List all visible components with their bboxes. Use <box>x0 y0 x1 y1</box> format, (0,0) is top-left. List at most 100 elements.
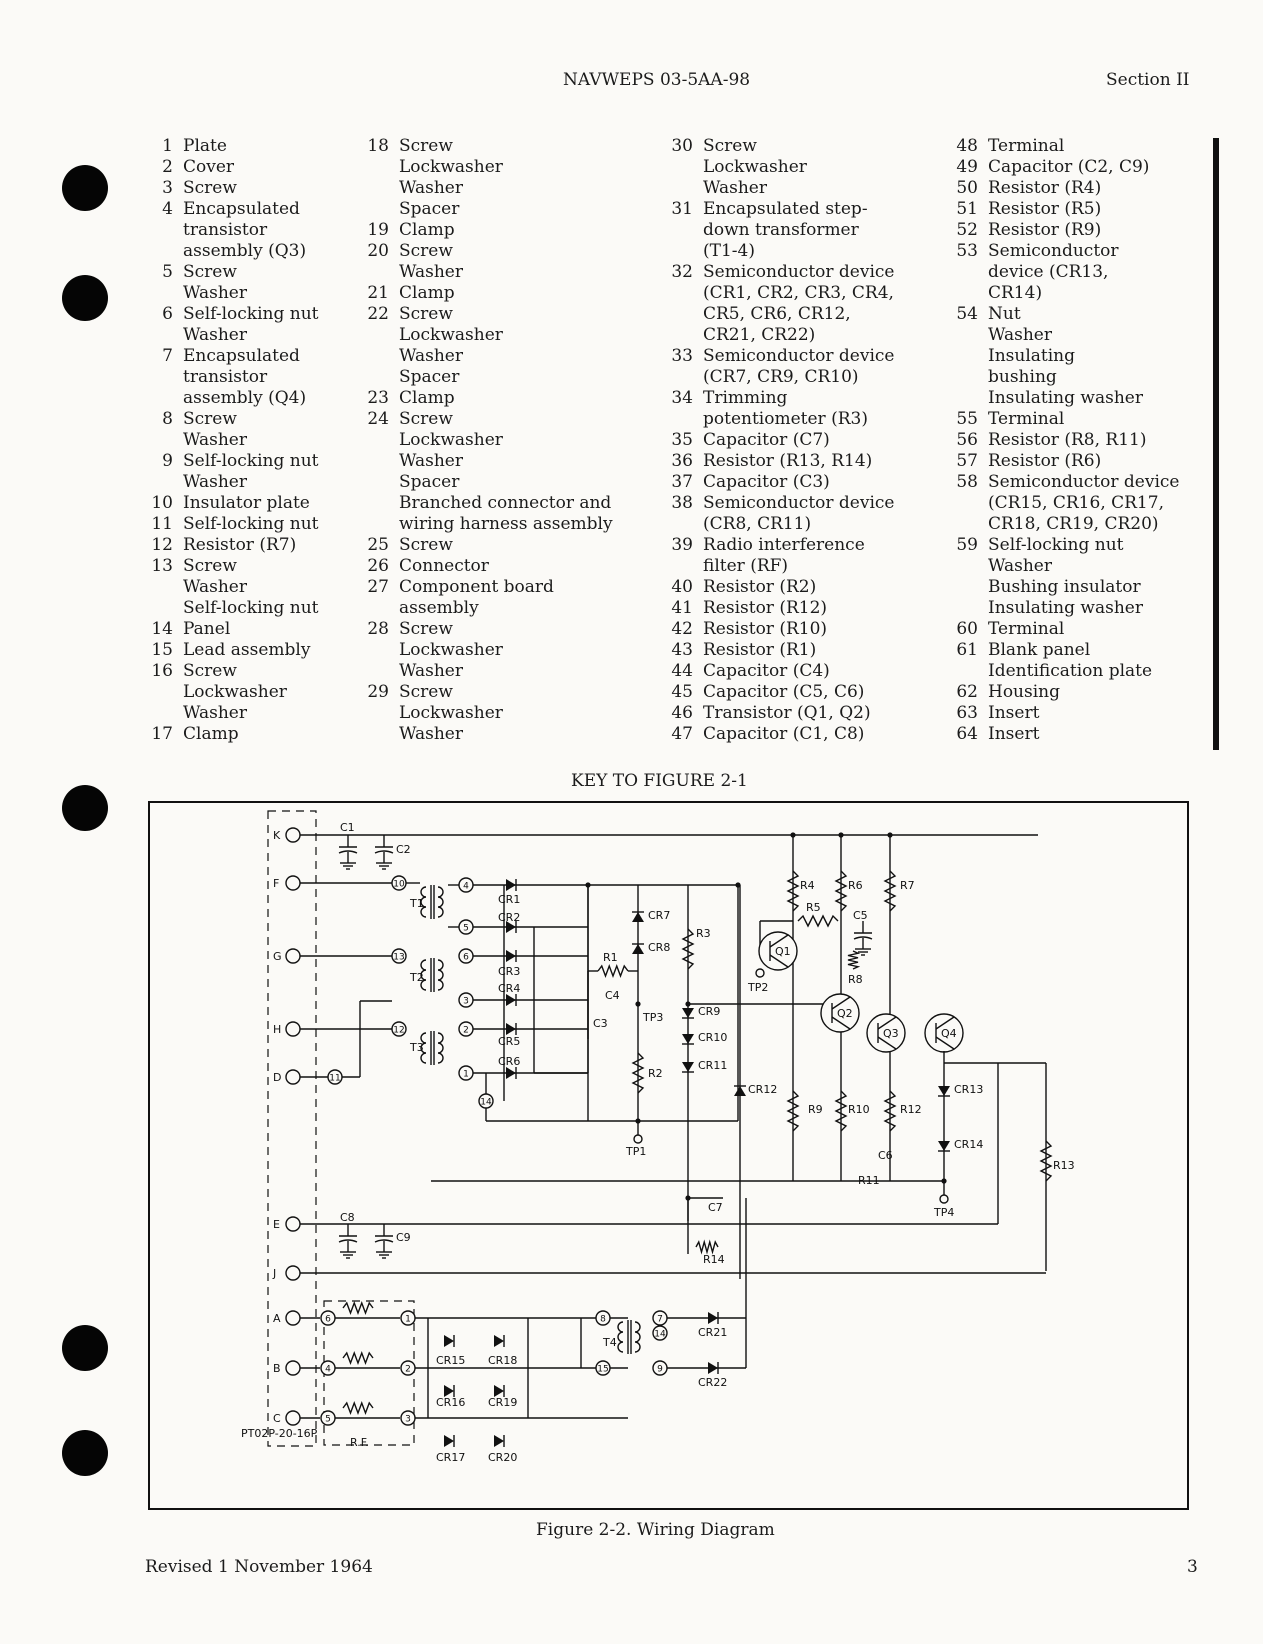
capacitor-label: C2 <box>396 843 411 856</box>
item-number: 18 <box>367 136 389 156</box>
resistor <box>883 870 897 912</box>
diode-label: CR15 <box>436 1354 465 1367</box>
item-number: 42 <box>671 619 693 639</box>
transistor-collector <box>935 1016 955 1030</box>
terminal-number: 1 <box>463 1070 469 1080</box>
diode-label: CR4 <box>498 982 520 995</box>
item-number: 52 <box>956 220 978 240</box>
item-number <box>361 262 399 283</box>
item-description: Washer <box>183 703 247 723</box>
item-description: Lockwasher <box>399 157 503 177</box>
item-description: Identification plate <box>988 661 1153 681</box>
item-description: Trimming <box>703 388 788 408</box>
capacitor-plate <box>374 850 394 854</box>
item-number <box>665 283 703 304</box>
item-number <box>665 178 703 199</box>
diode-label: CR19 <box>488 1396 517 1409</box>
diode <box>734 1086 746 1096</box>
resistor-label: R10 <box>848 1103 870 1116</box>
item-number: 3 <box>162 178 173 198</box>
test-point-label: TP2 <box>747 981 768 994</box>
resistor-label: R5 <box>806 901 821 914</box>
parts-key-row: Insulating <box>950 346 1179 367</box>
diode-label: CR13 <box>954 1083 983 1096</box>
transistor-collector <box>831 996 851 1010</box>
item-number: 29 <box>367 682 389 702</box>
item-description: Resistor (R2) <box>703 577 817 597</box>
diode <box>708 1362 718 1374</box>
item-number: 44 <box>671 661 693 681</box>
parts-key-row: (CR1, CR2, CR3, CR4, <box>665 283 894 304</box>
junction-dot <box>790 832 796 838</box>
parts-key-row: Spacer <box>361 367 613 388</box>
item-number: 43 <box>671 640 693 660</box>
item-description: CR14) <box>988 283 1043 303</box>
diode-label: CR1 <box>498 893 520 906</box>
item-description: Resistor (R8, R11) <box>988 430 1147 450</box>
revision-date: Revised 1 November 1964 <box>145 1557 373 1577</box>
item-description: Clamp <box>399 388 455 408</box>
parts-key-row: Washer <box>361 451 613 472</box>
parts-key-row: Washer <box>145 325 318 346</box>
diode <box>682 1034 694 1044</box>
parts-key-row: Washer <box>665 178 894 199</box>
test-point <box>755 968 765 978</box>
diode <box>938 1141 950 1151</box>
item-number: 1 <box>162 136 173 156</box>
transistor-emitter <box>877 1036 897 1050</box>
connector-pin <box>285 827 301 843</box>
binder-hole <box>62 165 108 211</box>
item-number: 5 <box>162 262 173 282</box>
item-number: 23 <box>367 388 389 408</box>
resistor <box>847 950 861 970</box>
transformer-label: T4 <box>602 1336 617 1349</box>
item-description: Lockwasher <box>399 703 503 723</box>
capacitor-plate <box>338 1239 358 1243</box>
diode-label: CR22 <box>698 1376 727 1389</box>
diode-label: CR16 <box>436 1396 465 1409</box>
terminal-circle <box>595 1310 611 1326</box>
item-number: 12 <box>151 535 173 555</box>
item-description: (CR15, CR16, CR17, <box>988 493 1164 513</box>
item-number <box>361 430 399 451</box>
transformer-label: T3 <box>409 1041 424 1054</box>
diode <box>494 1435 504 1447</box>
item-number <box>950 325 988 346</box>
item-number <box>145 388 183 409</box>
diode <box>444 1335 454 1347</box>
transistor-emitter <box>769 954 789 968</box>
item-number: 62 <box>956 682 978 702</box>
item-number: 54 <box>956 304 978 324</box>
parts-key-row: wiring harness assembly <box>361 514 613 535</box>
transistor <box>820 993 860 1033</box>
item-description: Radio interference <box>703 535 865 555</box>
item-number <box>665 325 703 346</box>
item-description: Washer <box>399 178 463 198</box>
transistor-collector <box>877 1016 897 1030</box>
item-number: 53 <box>956 241 978 261</box>
parts-key-row: device (CR13, <box>950 262 1179 283</box>
transistor <box>866 1013 906 1053</box>
item-number: 30 <box>671 136 693 156</box>
binder-hole <box>62 1430 108 1476</box>
item-description: Clamp <box>399 283 455 303</box>
item-number: 20 <box>367 241 389 261</box>
parts-key-row: Washer <box>950 325 1179 346</box>
connector-label: PT02P-20-16P <box>241 1427 318 1440</box>
diode <box>494 1335 504 1347</box>
item-description: Resistor (R12) <box>703 598 828 618</box>
item-description: Terminal <box>988 136 1065 156</box>
